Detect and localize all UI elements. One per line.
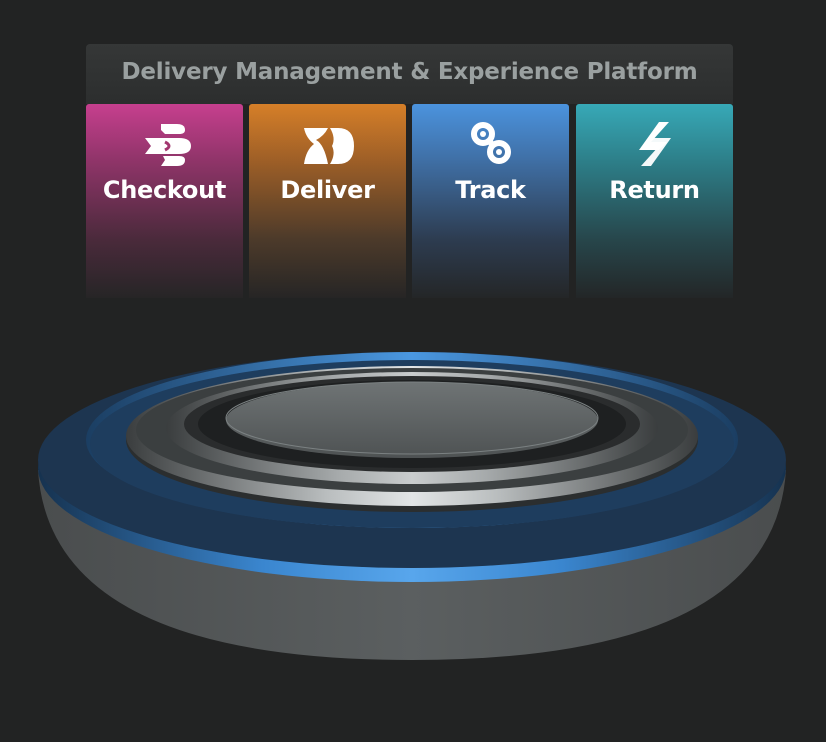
tile-track: Track	[412, 104, 569, 298]
checkout-logo-icon	[144, 124, 191, 166]
tile-label-return: Return	[609, 176, 700, 204]
return-logo-icon	[638, 122, 671, 166]
tile-checkout: Checkout	[86, 104, 243, 298]
deliver-logo-icon	[303, 128, 354, 164]
tile-label-deliver: Deliver	[280, 176, 375, 204]
tile-deliver: Deliver	[249, 104, 406, 298]
tile-label-track: Track	[455, 176, 526, 204]
platform-header: Delivery Management & Experience Platfor…	[86, 44, 733, 104]
track-logo-icon	[470, 122, 511, 164]
tile-label-checkout: Checkout	[102, 176, 227, 204]
page-title: Delivery Management & Experience Platfor…	[121, 59, 698, 85]
tile-return: Return	[576, 104, 733, 298]
